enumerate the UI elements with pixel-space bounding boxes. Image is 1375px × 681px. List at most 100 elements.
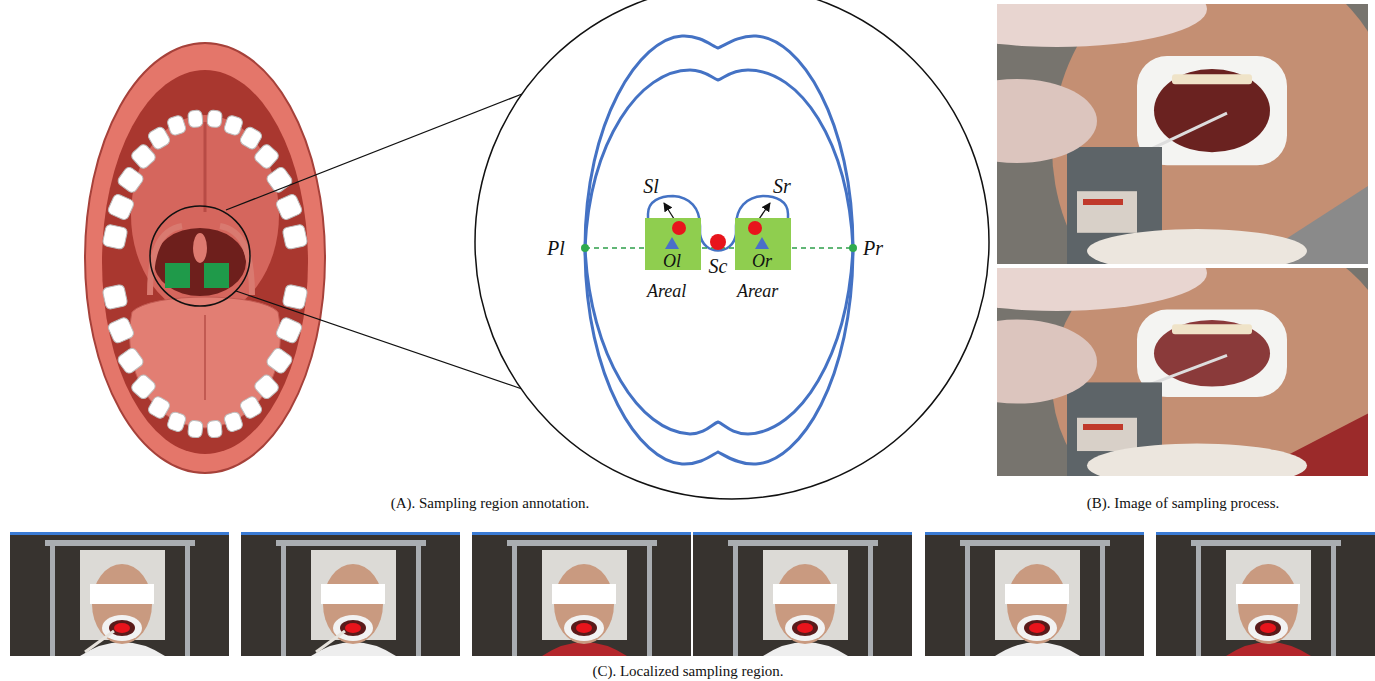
- servo-mark: [1083, 199, 1123, 205]
- open-mouth: [571, 620, 597, 636]
- photo-bg: [472, 532, 691, 656]
- localized-photo: [241, 532, 460, 656]
- point-label: Sr: [773, 176, 791, 196]
- white-board: [1226, 550, 1311, 640]
- area-fill: [735, 218, 791, 270]
- photo-bg: [693, 532, 912, 656]
- region-mark: [345, 623, 361, 633]
- upper-tooth: [188, 110, 204, 128]
- finger-blur: [997, 4, 1207, 47]
- white-board: [311, 550, 396, 640]
- white-board: [80, 550, 165, 640]
- upper-tooth: [147, 125, 172, 150]
- shirt: [995, 642, 1080, 656]
- region-mark: [576, 623, 592, 633]
- lower-tooth: [107, 316, 135, 344]
- frame-post: [1331, 540, 1336, 656]
- frame-post: [647, 540, 652, 656]
- subfigure-caption: (B). Image of sampling process.: [1087, 496, 1279, 511]
- retractor: [564, 615, 604, 641]
- upper-tooth: [275, 193, 303, 221]
- retractor: [1248, 615, 1288, 641]
- localized-photo: [1156, 532, 1375, 656]
- servo-mark: [1083, 424, 1123, 430]
- sample-point: [748, 221, 762, 235]
- lower-tooth: [207, 420, 223, 438]
- photo-top-bar: [472, 532, 691, 535]
- teeth: [1172, 324, 1252, 334]
- upper-tooth: [116, 165, 145, 194]
- subfigure-caption: (A). Sampling region annotation.: [391, 496, 590, 511]
- region-mark: [1260, 623, 1276, 633]
- frame-post: [50, 540, 55, 656]
- mouth-illustration: [85, 43, 325, 473]
- center-label: Or: [752, 252, 772, 270]
- swab: [316, 631, 345, 652]
- privacy-mask: [321, 584, 385, 604]
- lower-tooth: [265, 346, 294, 375]
- shirt: [542, 642, 627, 656]
- privacy-mask: [552, 584, 616, 604]
- privacy-mask: [773, 584, 837, 604]
- localized-photo: [693, 532, 912, 656]
- photo-bg: [10, 532, 229, 656]
- uvula: [193, 233, 207, 263]
- region-mark: [114, 623, 130, 633]
- lower-tooth: [188, 420, 204, 438]
- point-label: Sl: [643, 176, 659, 196]
- upper-tooth: [166, 114, 187, 136]
- chin-rest: [1087, 444, 1307, 476]
- lower-tooth: [147, 395, 172, 420]
- photo-top-bar: [10, 532, 229, 535]
- palate-ridge: [204, 122, 207, 212]
- photo-bg: [1156, 532, 1375, 656]
- teeth: [1172, 74, 1252, 84]
- privacy-mask: [90, 584, 154, 604]
- open-mouth: [792, 620, 818, 636]
- lower-tooth: [275, 316, 303, 344]
- sample-point-center: [710, 234, 726, 250]
- shirt: [763, 642, 848, 656]
- upper-tooth: [282, 224, 308, 250]
- lips: [85, 43, 325, 473]
- oral-outline-inner: [585, 70, 853, 434]
- lower-tooth: [102, 284, 128, 310]
- white-board: [763, 550, 848, 640]
- point-label: Sc: [709, 256, 728, 276]
- lower-tooth: [166, 411, 187, 433]
- mouth-cavity: [102, 70, 308, 454]
- frame-post: [416, 540, 421, 656]
- finger-blur: [997, 79, 1097, 163]
- servo-label: [1077, 418, 1137, 451]
- point-label: Pr: [863, 238, 883, 258]
- sample-point: [672, 221, 686, 235]
- lower-tooth: [282, 284, 308, 310]
- lower-tooth: [130, 373, 158, 401]
- area-label: Arear: [737, 282, 778, 300]
- region-mark: [797, 623, 813, 633]
- point-label: Pl: [547, 238, 565, 258]
- palate: [131, 115, 279, 315]
- finger-blur: [997, 320, 1097, 404]
- lower-tooth: [116, 346, 145, 375]
- frame-bar: [507, 540, 657, 546]
- subfigure-caption: (C). Localized sampling region.: [592, 664, 783, 679]
- photo-top-bar: [925, 532, 1144, 535]
- upper-tooth: [130, 143, 158, 171]
- upper-tooth: [102, 224, 128, 250]
- frame-post: [1196, 540, 1201, 656]
- photo-top-bar: [1156, 532, 1375, 535]
- throat: [154, 228, 246, 296]
- region-mark: [1029, 623, 1045, 633]
- sampling-area-left: OlAreal: [645, 218, 701, 270]
- finger-blur: [997, 268, 1207, 311]
- frame-post: [512, 540, 517, 656]
- shirt: [80, 642, 165, 656]
- sampling-photo: [997, 4, 1368, 264]
- localized-photo: [472, 532, 691, 656]
- white-board: [995, 550, 1080, 640]
- upper-tooth: [239, 125, 264, 150]
- sampling-photo: [997, 268, 1368, 476]
- frame-post: [868, 540, 873, 656]
